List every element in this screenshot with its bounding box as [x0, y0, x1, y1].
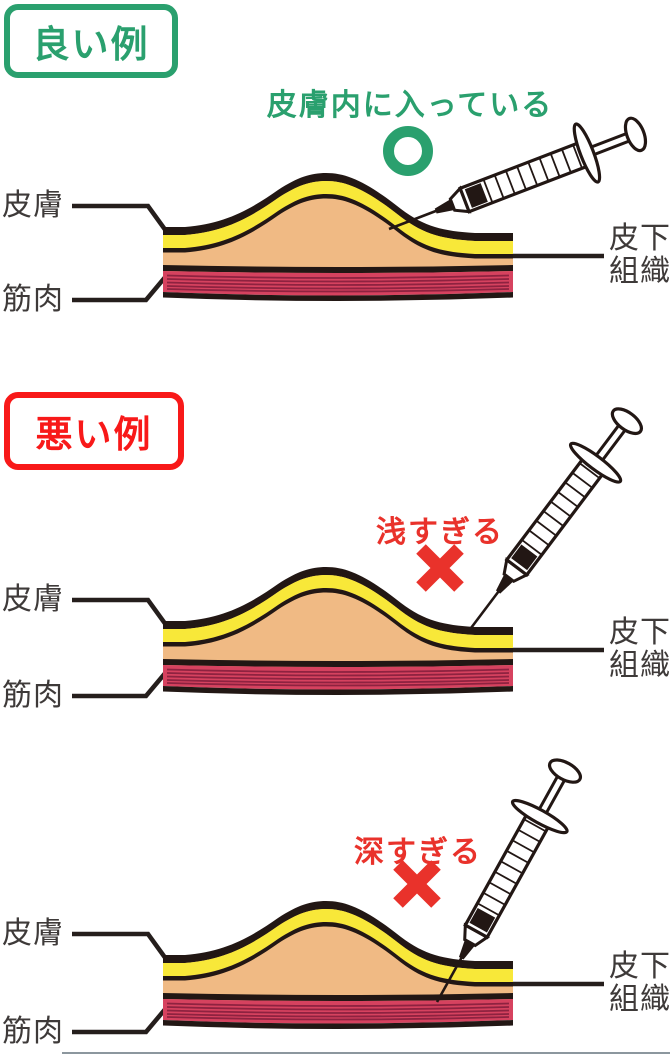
good-example-badge-label: 良い例 — [32, 24, 150, 65]
muscle-callout-line — [72, 999, 174, 1035]
label-subcutaneous-2-line1: 皮下 — [609, 616, 670, 649]
skin-layer — [163, 909, 513, 982]
annotation-too-shallow: 浅すぎる — [376, 516, 504, 549]
syringe-needle — [388, 208, 440, 231]
wrong-mark-icon — [416, 544, 464, 592]
bad-deep-example-illustration — [72, 758, 604, 1035]
syringe-flange — [568, 441, 623, 484]
syringe-stopper — [511, 544, 538, 571]
wrong-mark-icon — [393, 860, 441, 908]
label-subcutaneous-3: 皮下 組織 — [609, 950, 670, 1016]
bad-example-badge: 悪い例 — [4, 392, 184, 470]
syringe-stopper — [464, 183, 488, 208]
syringe-thumb-rest — [623, 116, 648, 153]
label-skin-2: 皮膚 — [2, 583, 64, 616]
bad-example-badge-label: 悪い例 — [35, 414, 153, 455]
label-subcutaneous-2-line2: 組織 — [609, 649, 670, 682]
skin-callout-line — [72, 597, 176, 638]
syringe-stopper — [469, 907, 496, 933]
syringe — [435, 758, 583, 1003]
syringe — [466, 407, 643, 633]
label-subcutaneous-2: 皮下 組織 — [609, 616, 670, 682]
syringe-flange — [572, 122, 602, 184]
syringe-needle — [435, 954, 465, 1003]
skin-layer — [163, 181, 513, 254]
label-skin-3: 皮膚 — [2, 917, 64, 950]
skin-layer — [163, 575, 513, 648]
skin-callout-line — [72, 203, 176, 244]
muscle-callout-line — [72, 663, 174, 699]
label-subcutaneous-1-line1: 皮下 — [609, 222, 670, 255]
skin-callout-line — [72, 931, 176, 972]
label-muscle-2: 筋肉 — [2, 679, 64, 712]
skin-cross-section — [163, 173, 513, 301]
skin-cross-section — [163, 567, 513, 695]
bad-shallow-example-illustration — [72, 407, 643, 699]
label-subcutaneous-1: 皮下 組織 — [609, 222, 670, 288]
bottom-divider — [62, 1052, 670, 1054]
label-skin-1: 皮膚 — [2, 189, 64, 222]
good-example-badge: 良い例 — [4, 4, 178, 78]
good-example-illustration — [72, 116, 648, 303]
muscle-callout-line — [72, 267, 174, 303]
annotation-inside-skin: 皮膚内に入っている — [266, 89, 554, 122]
label-muscle-1: 筋肉 — [2, 283, 64, 316]
syringe — [388, 116, 648, 231]
label-muscle-3: 筋肉 — [2, 1015, 64, 1048]
correct-mark-icon — [383, 126, 433, 176]
annotation-too-deep: 深すぎる — [354, 836, 482, 869]
syringe-flange — [510, 798, 569, 835]
label-subcutaneous-3-line2: 組織 — [609, 983, 670, 1016]
label-subcutaneous-1-line2: 組織 — [609, 255, 670, 288]
skin-cross-section — [163, 901, 513, 1029]
label-subcutaneous-3-line1: 皮下 — [609, 950, 670, 983]
syringe-thumb-rest — [610, 407, 643, 436]
syringe-needle — [466, 588, 502, 633]
syringe-thumb-rest — [547, 758, 583, 784]
